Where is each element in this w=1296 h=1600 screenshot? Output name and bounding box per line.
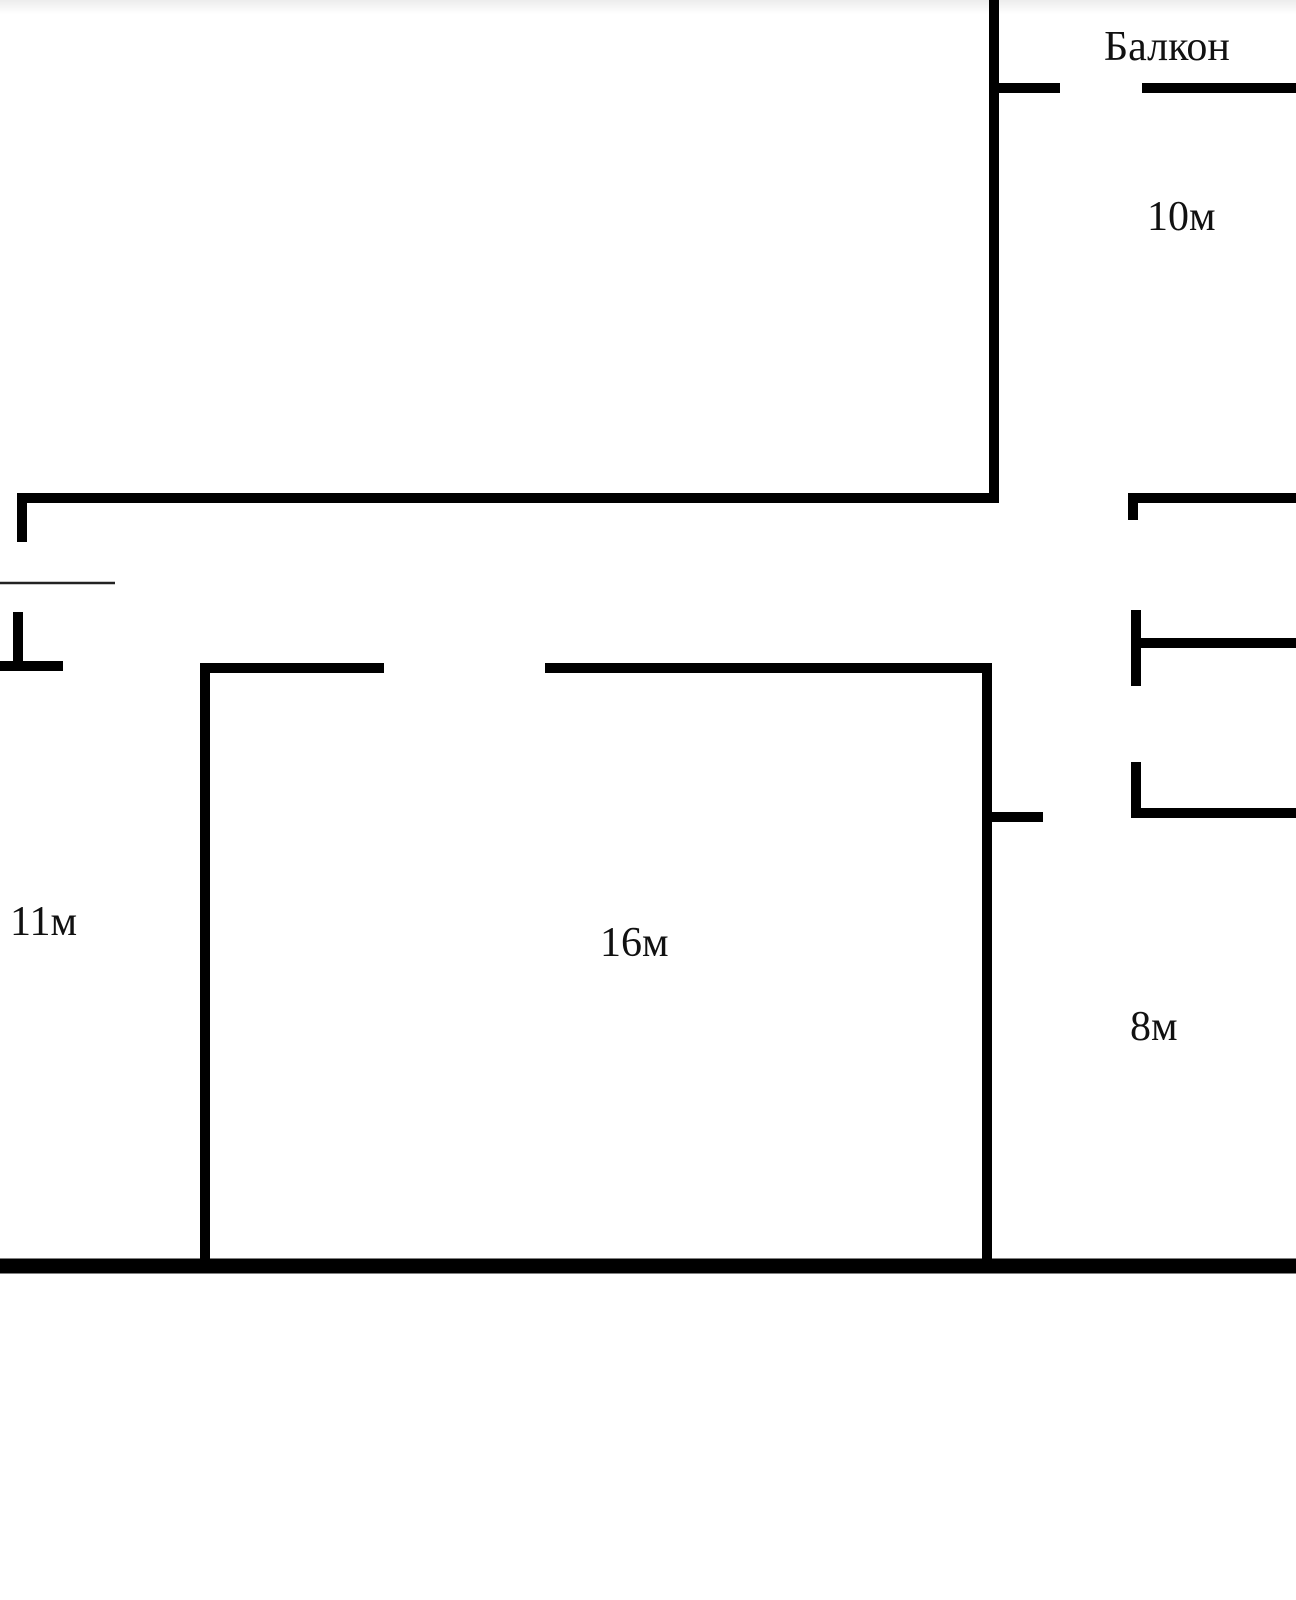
label-room-10: 10м — [1147, 194, 1216, 240]
top-shade — [0, 0, 1296, 14]
label-room-11: 11м — [10, 899, 78, 945]
label-room-8: 8м — [1130, 1004, 1178, 1050]
label-balcony: Балкон — [1104, 24, 1230, 70]
label-room-16: 16м — [600, 920, 669, 966]
